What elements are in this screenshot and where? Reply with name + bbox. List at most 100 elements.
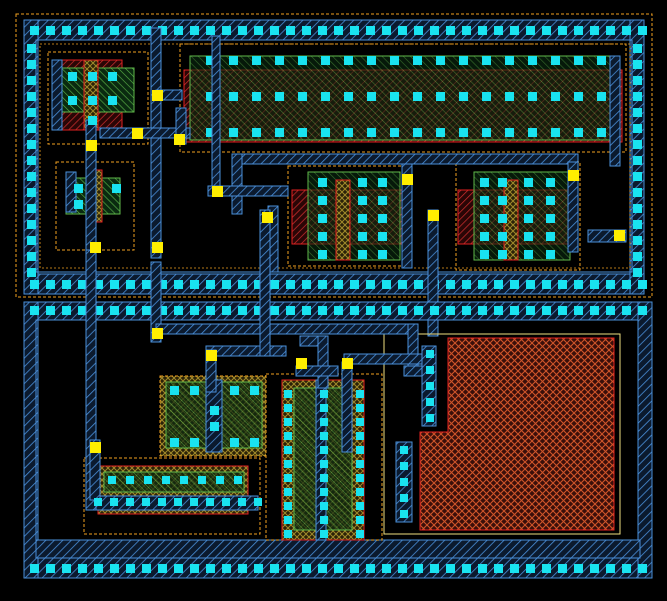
contact (27, 92, 36, 101)
contact (356, 432, 364, 440)
contact (74, 200, 83, 209)
contact (498, 214, 507, 223)
contact (284, 460, 292, 468)
contact (270, 306, 279, 315)
contact (275, 128, 284, 137)
contact (478, 280, 487, 289)
contact (302, 564, 311, 573)
contact (510, 26, 519, 35)
contact (356, 390, 364, 398)
contact (426, 382, 434, 390)
contact (400, 510, 408, 518)
contact (170, 386, 179, 395)
contact (633, 268, 642, 277)
via (174, 134, 185, 145)
contact (498, 232, 507, 241)
contact (321, 128, 330, 137)
contact (190, 438, 199, 447)
contact (284, 502, 292, 510)
contact (108, 72, 117, 81)
via (296, 358, 307, 369)
contact (426, 414, 434, 422)
contact (238, 498, 246, 506)
contact (498, 196, 507, 205)
via (262, 212, 273, 223)
contact (436, 56, 445, 65)
contact (344, 56, 353, 65)
contact (174, 26, 183, 35)
contact (606, 564, 615, 573)
contact (436, 92, 445, 101)
contact (27, 140, 36, 149)
contact (426, 366, 434, 374)
contact (400, 478, 408, 486)
contact (398, 26, 407, 35)
contact (286, 564, 295, 573)
contact (110, 306, 119, 315)
contact (88, 72, 97, 81)
contact (546, 196, 555, 205)
contact (413, 128, 422, 137)
contact (478, 564, 487, 573)
contact (398, 564, 407, 573)
contact (606, 306, 615, 315)
contact (590, 564, 599, 573)
contact (250, 438, 259, 447)
contact (30, 306, 39, 315)
contact (414, 26, 423, 35)
contact (382, 306, 391, 315)
contact (356, 516, 364, 524)
contact (446, 306, 455, 315)
contact (74, 184, 83, 193)
contact (459, 56, 468, 65)
contact (430, 564, 439, 573)
contact (574, 56, 583, 65)
contact (206, 56, 215, 65)
contact (222, 498, 230, 506)
contact (606, 26, 615, 35)
contact (206, 92, 215, 101)
contact (190, 280, 199, 289)
contact (382, 26, 391, 35)
contact (62, 306, 71, 315)
contact (480, 214, 489, 223)
contact (27, 268, 36, 277)
contact (551, 92, 560, 101)
center-transistor (265, 373, 383, 541)
contact (510, 280, 519, 289)
contact (298, 128, 307, 137)
contact (78, 26, 87, 35)
contact (62, 564, 71, 573)
contact (597, 128, 606, 137)
contact (144, 476, 152, 484)
contact (222, 280, 231, 289)
contact (110, 26, 119, 35)
contact (367, 92, 376, 101)
contact (356, 474, 364, 482)
pmos-array (179, 43, 627, 153)
contact (190, 306, 199, 315)
contact (574, 280, 583, 289)
contact (430, 26, 439, 35)
contact (446, 280, 455, 289)
contact (462, 26, 471, 35)
contact (88, 116, 97, 125)
contact (68, 72, 77, 81)
contact (88, 96, 97, 105)
contact (462, 564, 471, 573)
contact (158, 498, 166, 506)
via (90, 442, 101, 453)
contact (254, 564, 263, 573)
contact (46, 26, 55, 35)
contact (551, 56, 560, 65)
contact (358, 214, 367, 223)
contact (558, 564, 567, 573)
nmos-pair-right (455, 161, 581, 271)
contact (413, 92, 422, 101)
contact (462, 280, 471, 289)
contact (284, 516, 292, 524)
contact (320, 418, 328, 426)
contact (254, 306, 263, 315)
contact (174, 498, 182, 506)
contact (436, 128, 445, 137)
